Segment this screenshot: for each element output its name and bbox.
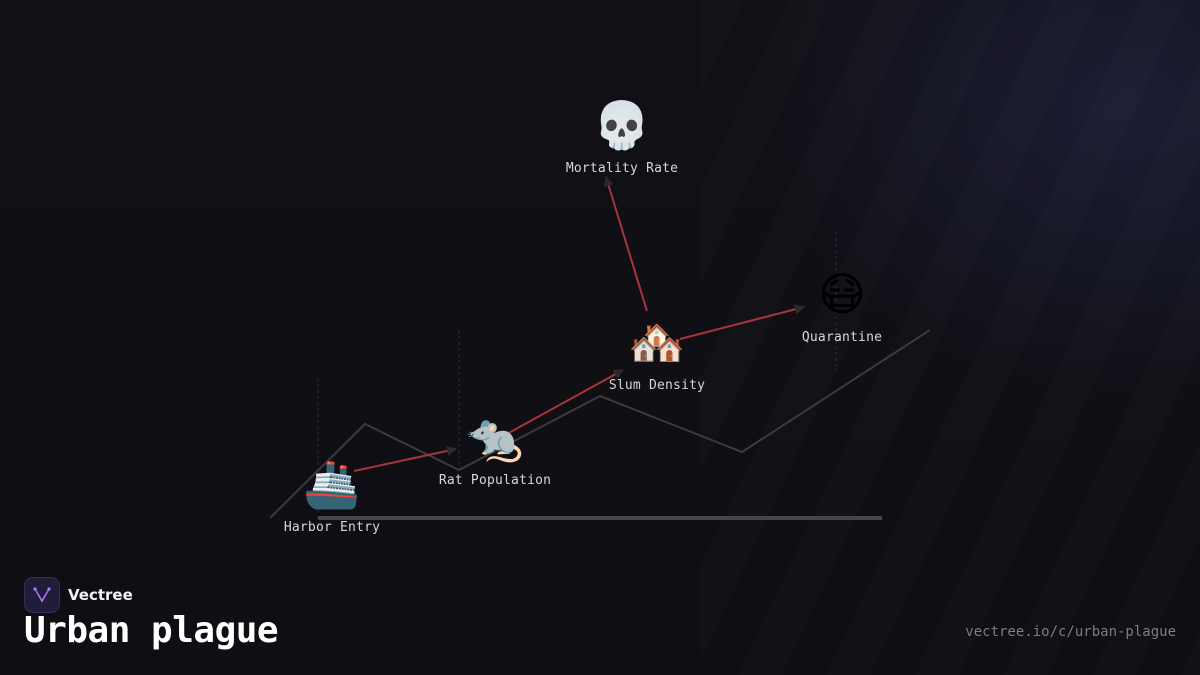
rat-icon: 🐀 (466, 410, 524, 464)
page-title: Urban plague (24, 610, 279, 651)
node-label: Quarantine (801, 330, 883, 345)
node-label: Slum Density (608, 378, 706, 393)
brand-name: Vectree (68, 586, 133, 604)
brand[interactable]: Vectree (24, 577, 133, 613)
node-rat-population[interactable]: 🐀 Rat Population (439, 409, 551, 488)
node-mortality-rate[interactable]: 💀 Mortality Rate (566, 97, 678, 176)
node-quarantine[interactable]: 😷 Quarantine (802, 266, 882, 345)
trend-line (269, 329, 931, 519)
ship-icon: 🚢 (303, 457, 361, 511)
page-url[interactable]: vectree.io/c/urban-plague (965, 624, 1176, 640)
node-harbor-entry[interactable]: 🚢 Harbor Entry (284, 456, 380, 535)
edge-rat-to-slum (504, 369, 624, 436)
edges (353, 176, 805, 472)
mask-face-icon: 😷 (818, 267, 866, 321)
edge-slum-to-quarantine (679, 304, 805, 340)
node-label: Harbor Entry (283, 520, 381, 535)
edge-slum-to-mortality (603, 176, 648, 312)
node-label: Mortality Rate (565, 161, 679, 176)
houses-icon: 🏘️ (628, 315, 686, 369)
node-slum-density[interactable]: 🏘️ Slum Density (609, 314, 705, 393)
edge-harbor-to-rat (353, 446, 457, 472)
skull-icon: 💀 (593, 98, 651, 152)
node-label: Rat Population (438, 473, 552, 488)
vectree-logo-icon (24, 577, 60, 613)
